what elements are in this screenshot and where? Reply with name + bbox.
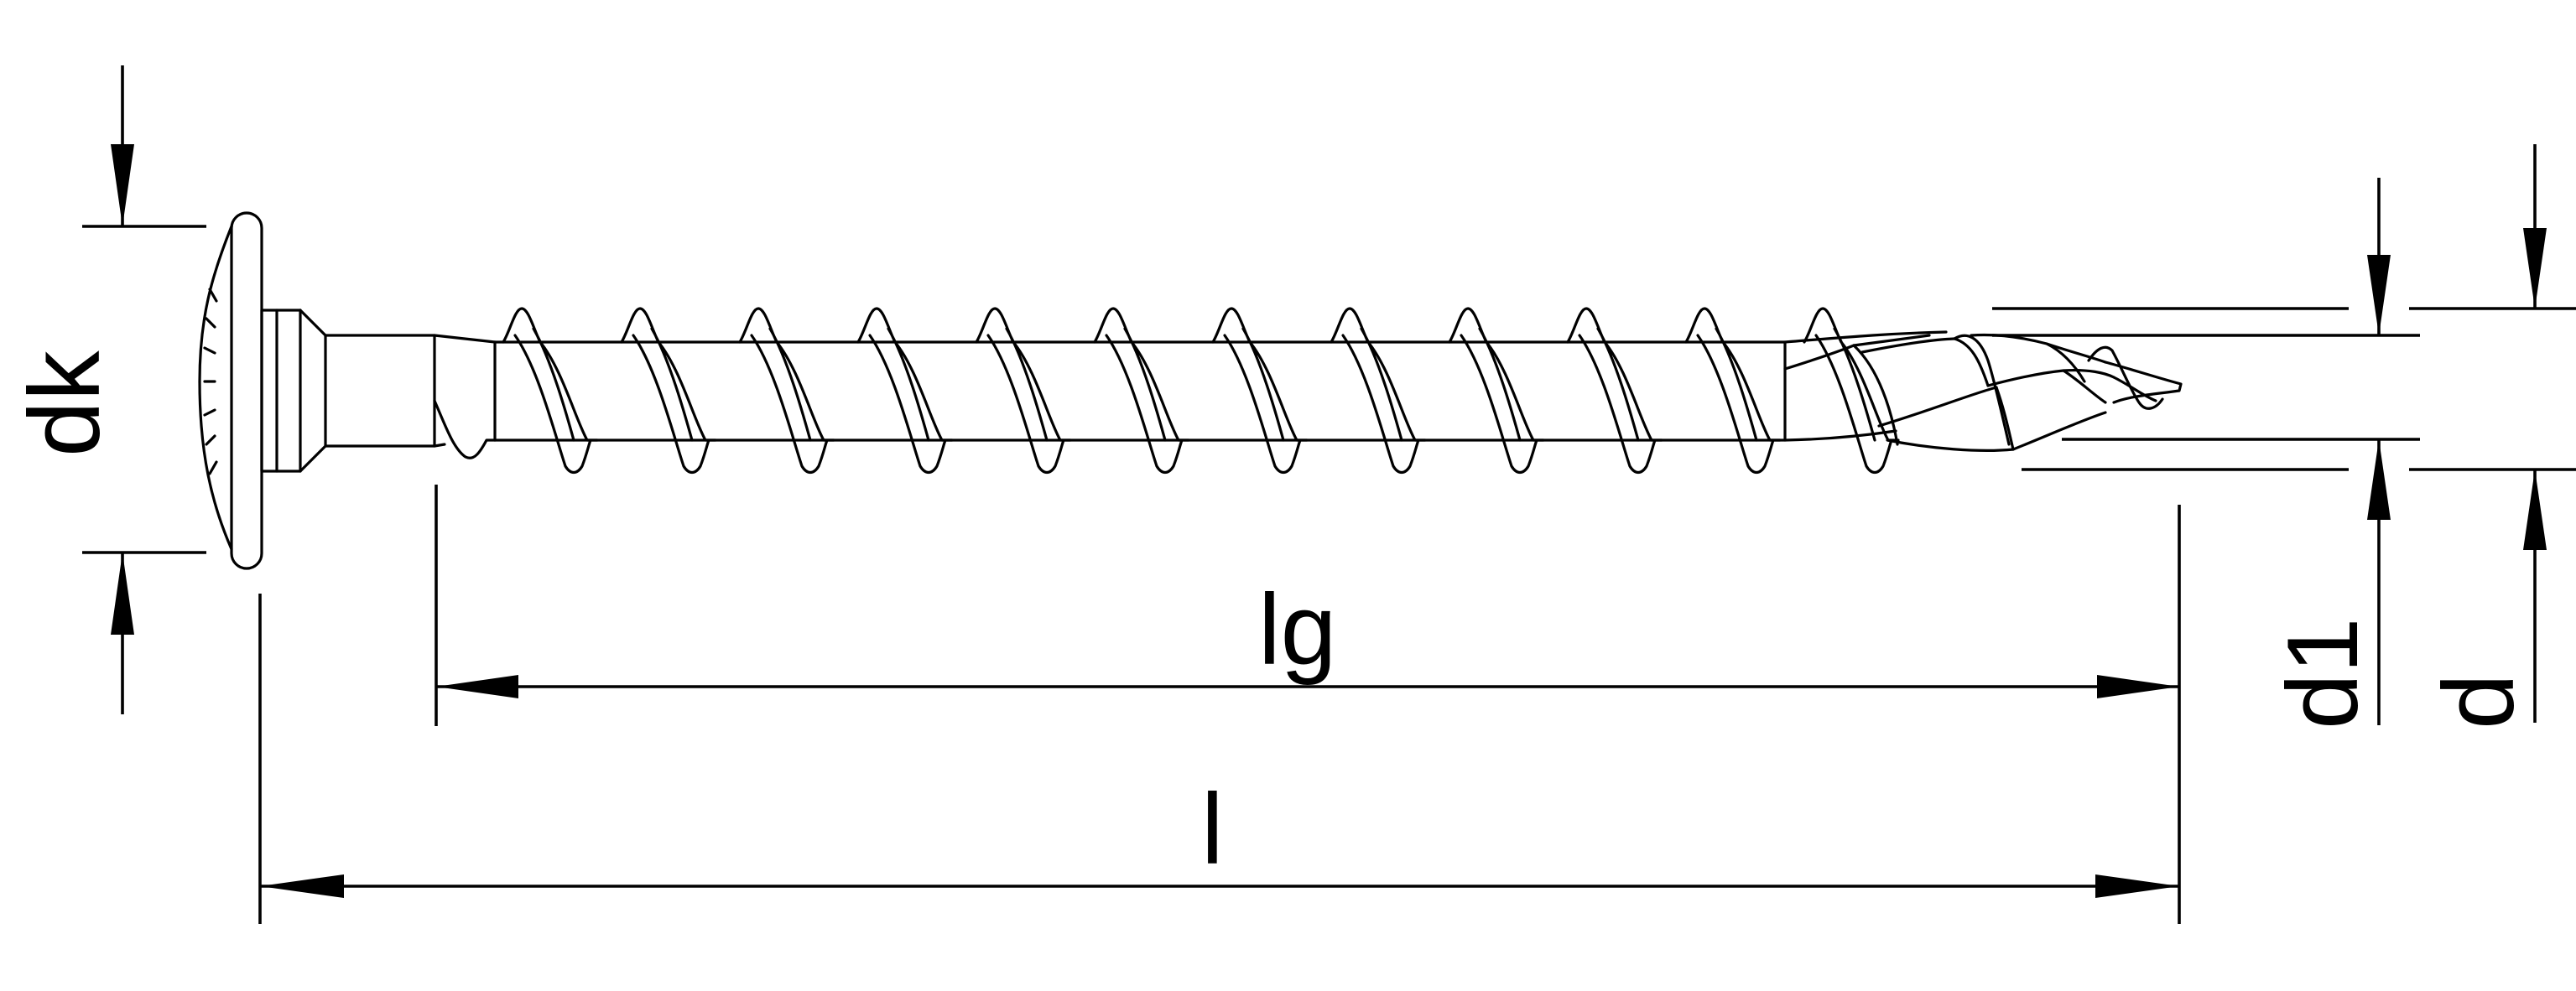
thread-turn (856, 307, 954, 475)
d-label: d (2422, 673, 2535, 729)
thread-turn (502, 307, 599, 475)
thread-turn (1803, 307, 1900, 475)
thread-turn (1330, 307, 1427, 475)
screw-head (198, 211, 436, 570)
d1-arrow-bottom (2367, 439, 2391, 520)
head-marking (203, 288, 218, 475)
thread-turn (1566, 307, 1663, 475)
thread-turn (1093, 307, 1190, 475)
lg-arrow-left (436, 675, 518, 698)
l-arrow-left (260, 874, 344, 898)
dimension-dk: dk (8, 65, 206, 714)
d-arrow-bottom (2523, 470, 2547, 550)
dimension-l: l (258, 594, 2179, 924)
dimension-lg: lg (435, 485, 2181, 924)
dk-arrow-bottom (111, 553, 134, 635)
thread-turn (1448, 307, 1545, 475)
thread-turn (1211, 307, 1309, 475)
thread-turn (975, 307, 1072, 475)
d1-label: d1 (2266, 618, 2379, 729)
dk-arrow-top (111, 144, 134, 226)
thread-turn (1684, 307, 1782, 475)
thread-turn (620, 307, 717, 475)
d1-arrow-top (2367, 255, 2391, 335)
l-arrow-right (2095, 874, 2179, 898)
shank-transition (433, 334, 497, 459)
dk-label: dk (8, 350, 121, 457)
lg-label: lg (1258, 573, 1336, 686)
l-label: l (1201, 773, 1224, 885)
dimension-d: d (1992, 144, 2576, 729)
lg-arrow-right (2097, 675, 2179, 698)
dimension-d1: d1 (1992, 178, 2420, 729)
threaded-body (493, 307, 1900, 475)
screw-tip (1783, 330, 2183, 452)
thread-turn (738, 307, 835, 475)
d-arrow-top (2523, 228, 2547, 309)
